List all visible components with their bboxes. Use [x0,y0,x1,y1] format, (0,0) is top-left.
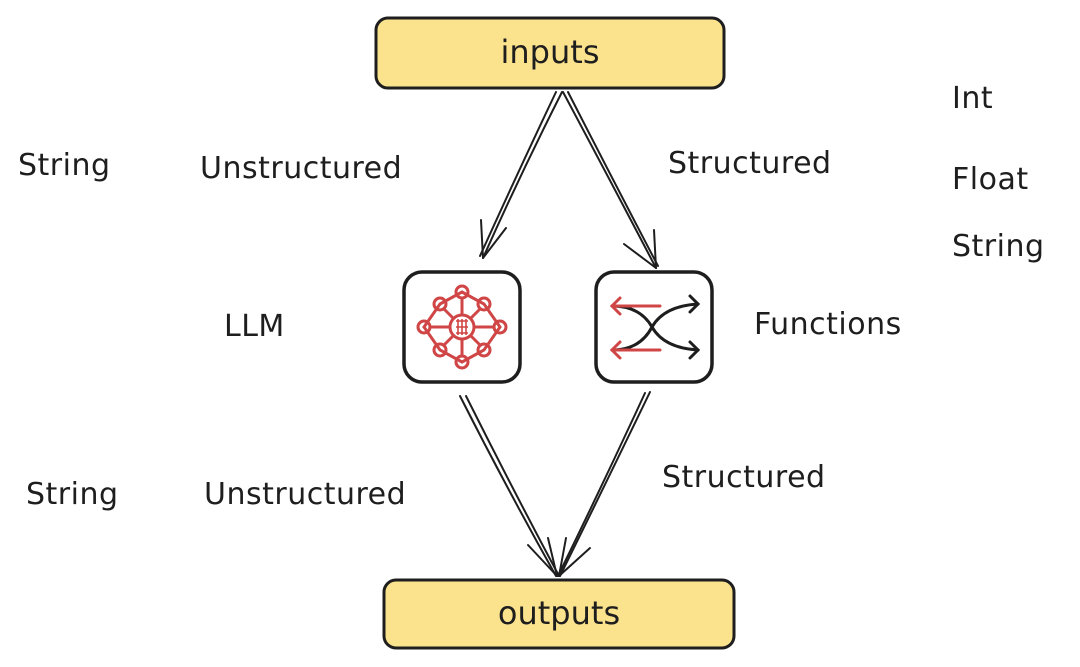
llm-label: LLM [224,309,285,344]
bottom-left-string-label: String [26,477,119,512]
neural-network-icon [416,284,508,370]
functions-label: Functions [754,307,902,342]
outputs-node[interactable]: outputs [382,578,736,650]
llm-node[interactable] [402,270,522,384]
arrow-llm-to-outputs [459,395,560,577]
functions-node[interactable] [594,270,714,384]
outputs-label: outputs [498,594,620,632]
arrow-inputs-to-functions [562,91,659,269]
type-float-label: Float [952,162,1029,197]
inputs-node[interactable]: inputs [374,16,726,90]
type-string-label: String [952,229,1045,264]
top-right-structured-label: Structured [668,146,832,181]
top-left-unstructured-label: Unstructured [200,151,402,186]
crossing-arrows-icon [609,294,701,360]
bottom-left-unstructured-label: Unstructured [204,477,406,512]
arrow-inputs-to-llm [479,91,563,259]
arrow-functions-to-outputs [557,391,651,577]
top-left-string-label: String [18,148,111,183]
bottom-right-structured-label: Structured [662,460,826,495]
type-int-label: Int [952,81,993,116]
inputs-label: inputs [501,33,600,71]
